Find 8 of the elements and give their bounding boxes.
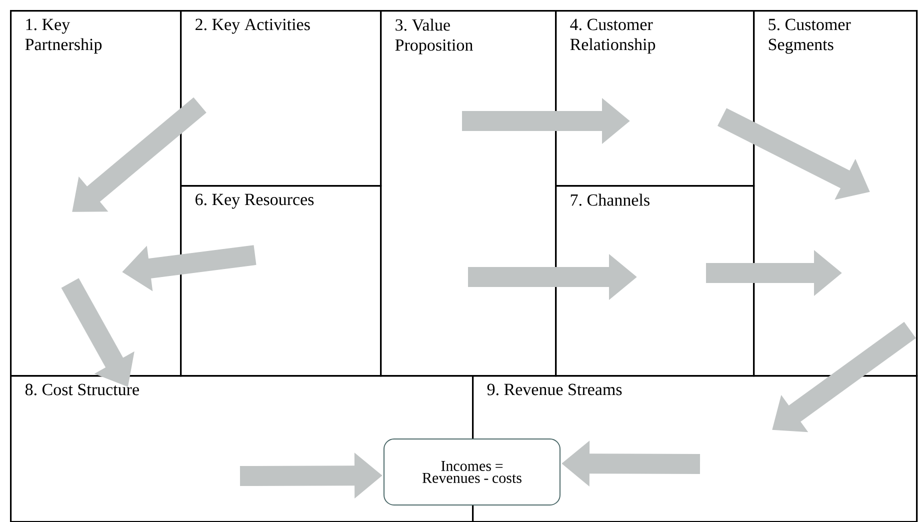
canvas-block: 1. Key Partnership bbox=[10, 10, 182, 377]
canvas-block: 5. Customer Segments bbox=[753, 10, 918, 377]
canvas-block: 4. Customer Relationship bbox=[555, 10, 755, 187]
canvas-block: 7. Channels bbox=[555, 185, 755, 377]
canvas-block: 2. Key Activities bbox=[180, 10, 382, 187]
canvas-block: 6. Key Resources bbox=[180, 185, 382, 377]
result-box: Incomes = Revenues - costs bbox=[384, 438, 560, 506]
canvas-block: 3. Value Proposition bbox=[380, 10, 557, 377]
